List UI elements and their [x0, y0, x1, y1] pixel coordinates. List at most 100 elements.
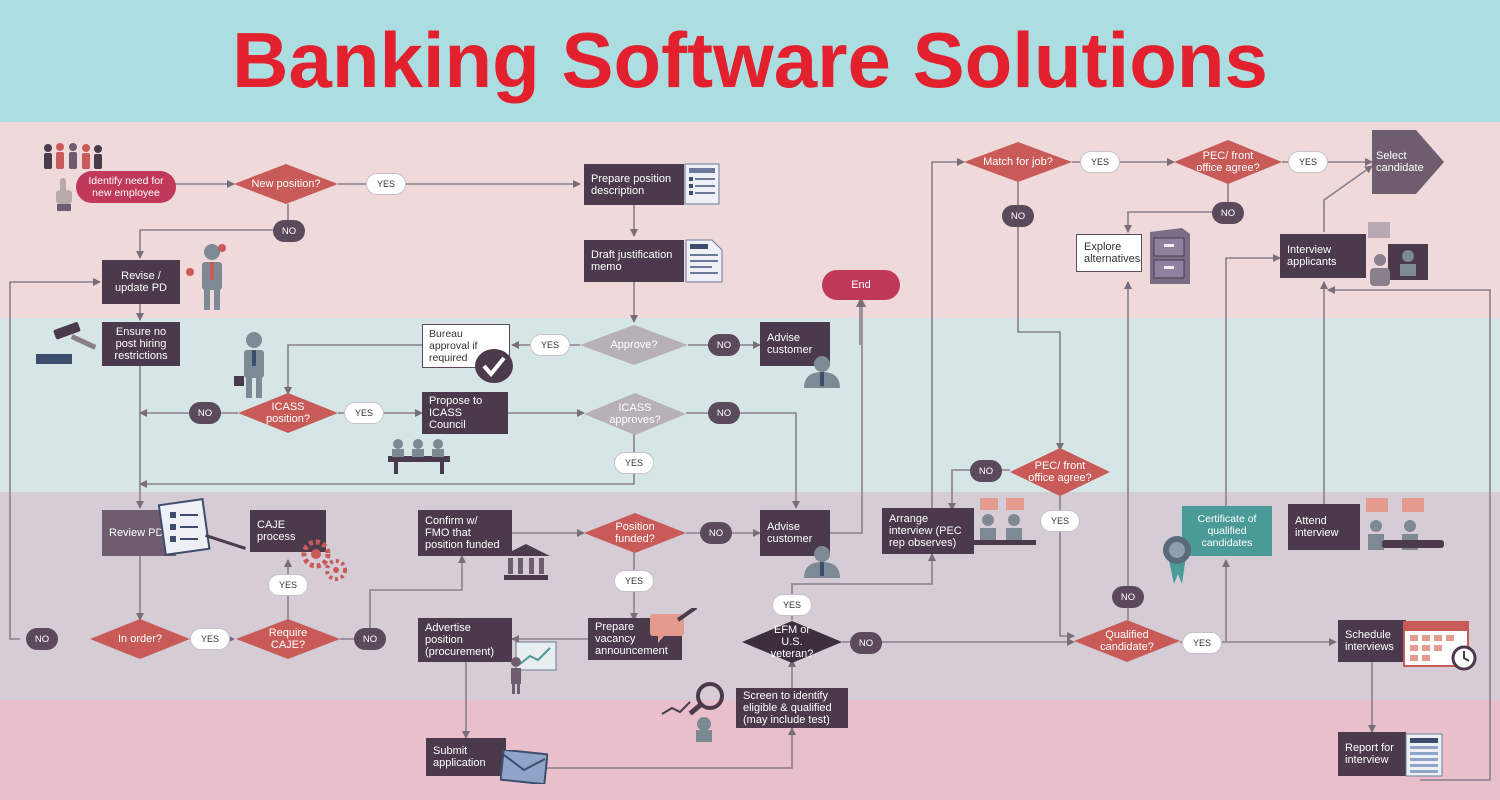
interview-applicants-node[interactable]: Interview applicants	[1280, 234, 1366, 278]
certificate-qualified-label: Certificate of qualified candidates	[1197, 513, 1257, 549]
match-for-job-label: Match for job?	[983, 156, 1053, 168]
require-caje-yes-pill: YES	[268, 574, 308, 596]
caje-process-node[interactable]: CAJE process	[250, 510, 326, 552]
approval-check-icon	[474, 348, 514, 384]
speech-bubble-pen-icon	[648, 605, 700, 644]
select-candidate-label: Select candidate	[1376, 150, 1424, 174]
gavel-icon	[36, 322, 100, 366]
icass-position-label: ICASS position?	[265, 401, 311, 425]
match-yes-pill: YES	[1080, 151, 1120, 173]
gears-icon	[298, 538, 350, 582]
explore-alternatives-label: Explore alternatives	[1084, 241, 1141, 265]
screen-identify-label: Screen to identify eligible & qualified …	[743, 690, 832, 726]
screen-identify-node[interactable]: Screen to identify eligible & qualified …	[736, 688, 848, 728]
require-caje-no-connector: NO	[354, 628, 386, 650]
draft-justification-memo-node[interactable]: Draft justification memo	[584, 240, 684, 282]
pec1-yes-pill: YES	[1288, 151, 1328, 173]
approve-label: Approve?	[610, 339, 658, 351]
customer-icon	[800, 544, 844, 578]
select-candidate-node[interactable]: Select candidate	[1372, 130, 1444, 194]
icass-approves-label: ICASS approves?	[609, 402, 661, 426]
qualified-yes-pill: YES	[1182, 632, 1222, 654]
qualified-no-connector: NO	[1112, 586, 1144, 608]
schedule-interviews-node[interactable]: Schedule interviews	[1338, 620, 1406, 662]
pec-front-office-agree-2-decision[interactable]: PEC/ front office agree?	[1010, 448, 1110, 496]
ensure-no-post-hiring-label: Ensure no post hiring restrictions	[114, 326, 168, 362]
pec-front-office-agree-1-decision[interactable]: PEC/ front office agree?	[1174, 140, 1282, 184]
bank-building-icon	[500, 542, 552, 582]
in-order-no-connector: NO	[26, 628, 58, 650]
arrange-interview-node[interactable]: Arrange interview (PEC rep observes)	[882, 508, 974, 554]
identify-need-node[interactable]: Identify need for new employee	[76, 171, 176, 203]
match-no-connector: NO	[1002, 205, 1034, 227]
confirm-fmo-node[interactable]: Confirm w/ FMO that position funded	[418, 510, 512, 556]
approve-decision[interactable]: Approve?	[580, 325, 688, 365]
icass-position-decision[interactable]: ICASS position?	[238, 393, 338, 433]
revise-update-pd-label: Revise / update PD	[115, 270, 167, 294]
page-title: Banking Software Solutions	[232, 16, 1268, 104]
position-funded-label: Position funded?	[615, 521, 655, 545]
new-position-decision[interactable]: New position?	[234, 164, 338, 204]
memo-document-icon	[684, 238, 724, 284]
icass-approves-decision[interactable]: ICASS approves?	[584, 393, 686, 435]
approve-yes-pill: YES	[530, 334, 570, 356]
prepare-position-description-label: Prepare position description	[591, 172, 672, 197]
arrange-interview-label: Arrange interview (PEC rep observes)	[889, 513, 962, 549]
advertise-position-node[interactable]: Advertise position (procurement)	[418, 618, 512, 662]
video-interview-icon	[1366, 218, 1432, 288]
people-group-icon	[40, 142, 110, 182]
attend-interview-node[interactable]: Attend interview	[1288, 504, 1360, 550]
ensure-no-post-hiring-node[interactable]: Ensure no post hiring restrictions	[102, 322, 180, 366]
interview-applicants-label: Interview applicants	[1287, 244, 1337, 268]
submit-application-label: Submit application	[433, 745, 486, 769]
presenter-chart-icon	[504, 640, 558, 696]
customer-icon	[800, 354, 844, 388]
pec2-no-connector: NO	[970, 460, 1002, 482]
identify-need-label: Identify need for new employee	[88, 175, 164, 199]
propose-icass-label: Propose to ICASS Council	[429, 395, 483, 431]
new-position-yes-pill: YES	[366, 173, 406, 195]
end-terminal[interactable]: End	[822, 270, 900, 300]
funded-yes-pill: YES	[614, 570, 654, 592]
icass-approves-yes-pill: YES	[614, 452, 654, 474]
report-for-interview-node[interactable]: Report for interview	[1338, 732, 1406, 776]
certificate-qualified-node[interactable]: Certificate of qualified candidates	[1182, 506, 1272, 556]
funded-no-connector: NO	[700, 522, 732, 544]
pec2-yes-pill: YES	[1040, 510, 1080, 532]
in-order-yes-pill: YES	[190, 628, 230, 650]
advise-customer-2-label: Advise customer	[767, 521, 813, 545]
calendar-clock-icon	[1402, 618, 1480, 672]
match-for-job-decision[interactable]: Match for job?	[964, 142, 1072, 182]
explore-alternatives-node[interactable]: Explore alternatives	[1076, 234, 1142, 272]
magnifier-icon	[660, 680, 738, 744]
in-order-label: In order?	[117, 633, 163, 645]
new-position-label: New position?	[251, 178, 321, 190]
prepare-position-description-node[interactable]: Prepare position description	[584, 164, 684, 205]
manager-icon	[184, 242, 234, 312]
bureau-approval-node[interactable]: Bureau approval if required	[422, 324, 510, 368]
submit-application-node[interactable]: Submit application	[426, 738, 506, 776]
icass-yes-pill: YES	[344, 402, 384, 424]
approve-no-connector: NO	[708, 334, 740, 356]
confirm-fmo-label: Confirm w/ FMO that position funded	[425, 515, 500, 551]
in-order-decision[interactable]: In order?	[90, 619, 190, 659]
envelope-icon	[499, 748, 549, 786]
require-caje-decision[interactable]: Require CAJE?	[236, 619, 340, 659]
title-band	[0, 0, 1500, 122]
qualified-candidate-decision[interactable]: Qualified candidate?	[1074, 620, 1180, 662]
swimlane-2	[0, 318, 1500, 492]
interview-pair-icon	[972, 496, 1038, 550]
efm-yes-pill: YES	[772, 594, 812, 616]
hand-pointer-icon	[52, 176, 78, 212]
propose-icass-node[interactable]: Propose to ICASS Council	[422, 392, 508, 434]
pec-front-office-2-label: PEC/ front office agree?	[1028, 460, 1092, 484]
efm-veteran-decision[interactable]: EFM or U.S. veteran?	[742, 621, 842, 663]
pec1-no-connector: NO	[1212, 202, 1244, 224]
award-ribbon-icon	[1160, 534, 1194, 586]
position-funded-decision[interactable]: Position funded?	[584, 513, 686, 553]
interview-pair-icon	[1358, 496, 1446, 554]
bureau-approval-label: Bureau approval if required	[429, 328, 478, 364]
revise-update-pd-node[interactable]: Revise / update PD	[102, 260, 180, 304]
